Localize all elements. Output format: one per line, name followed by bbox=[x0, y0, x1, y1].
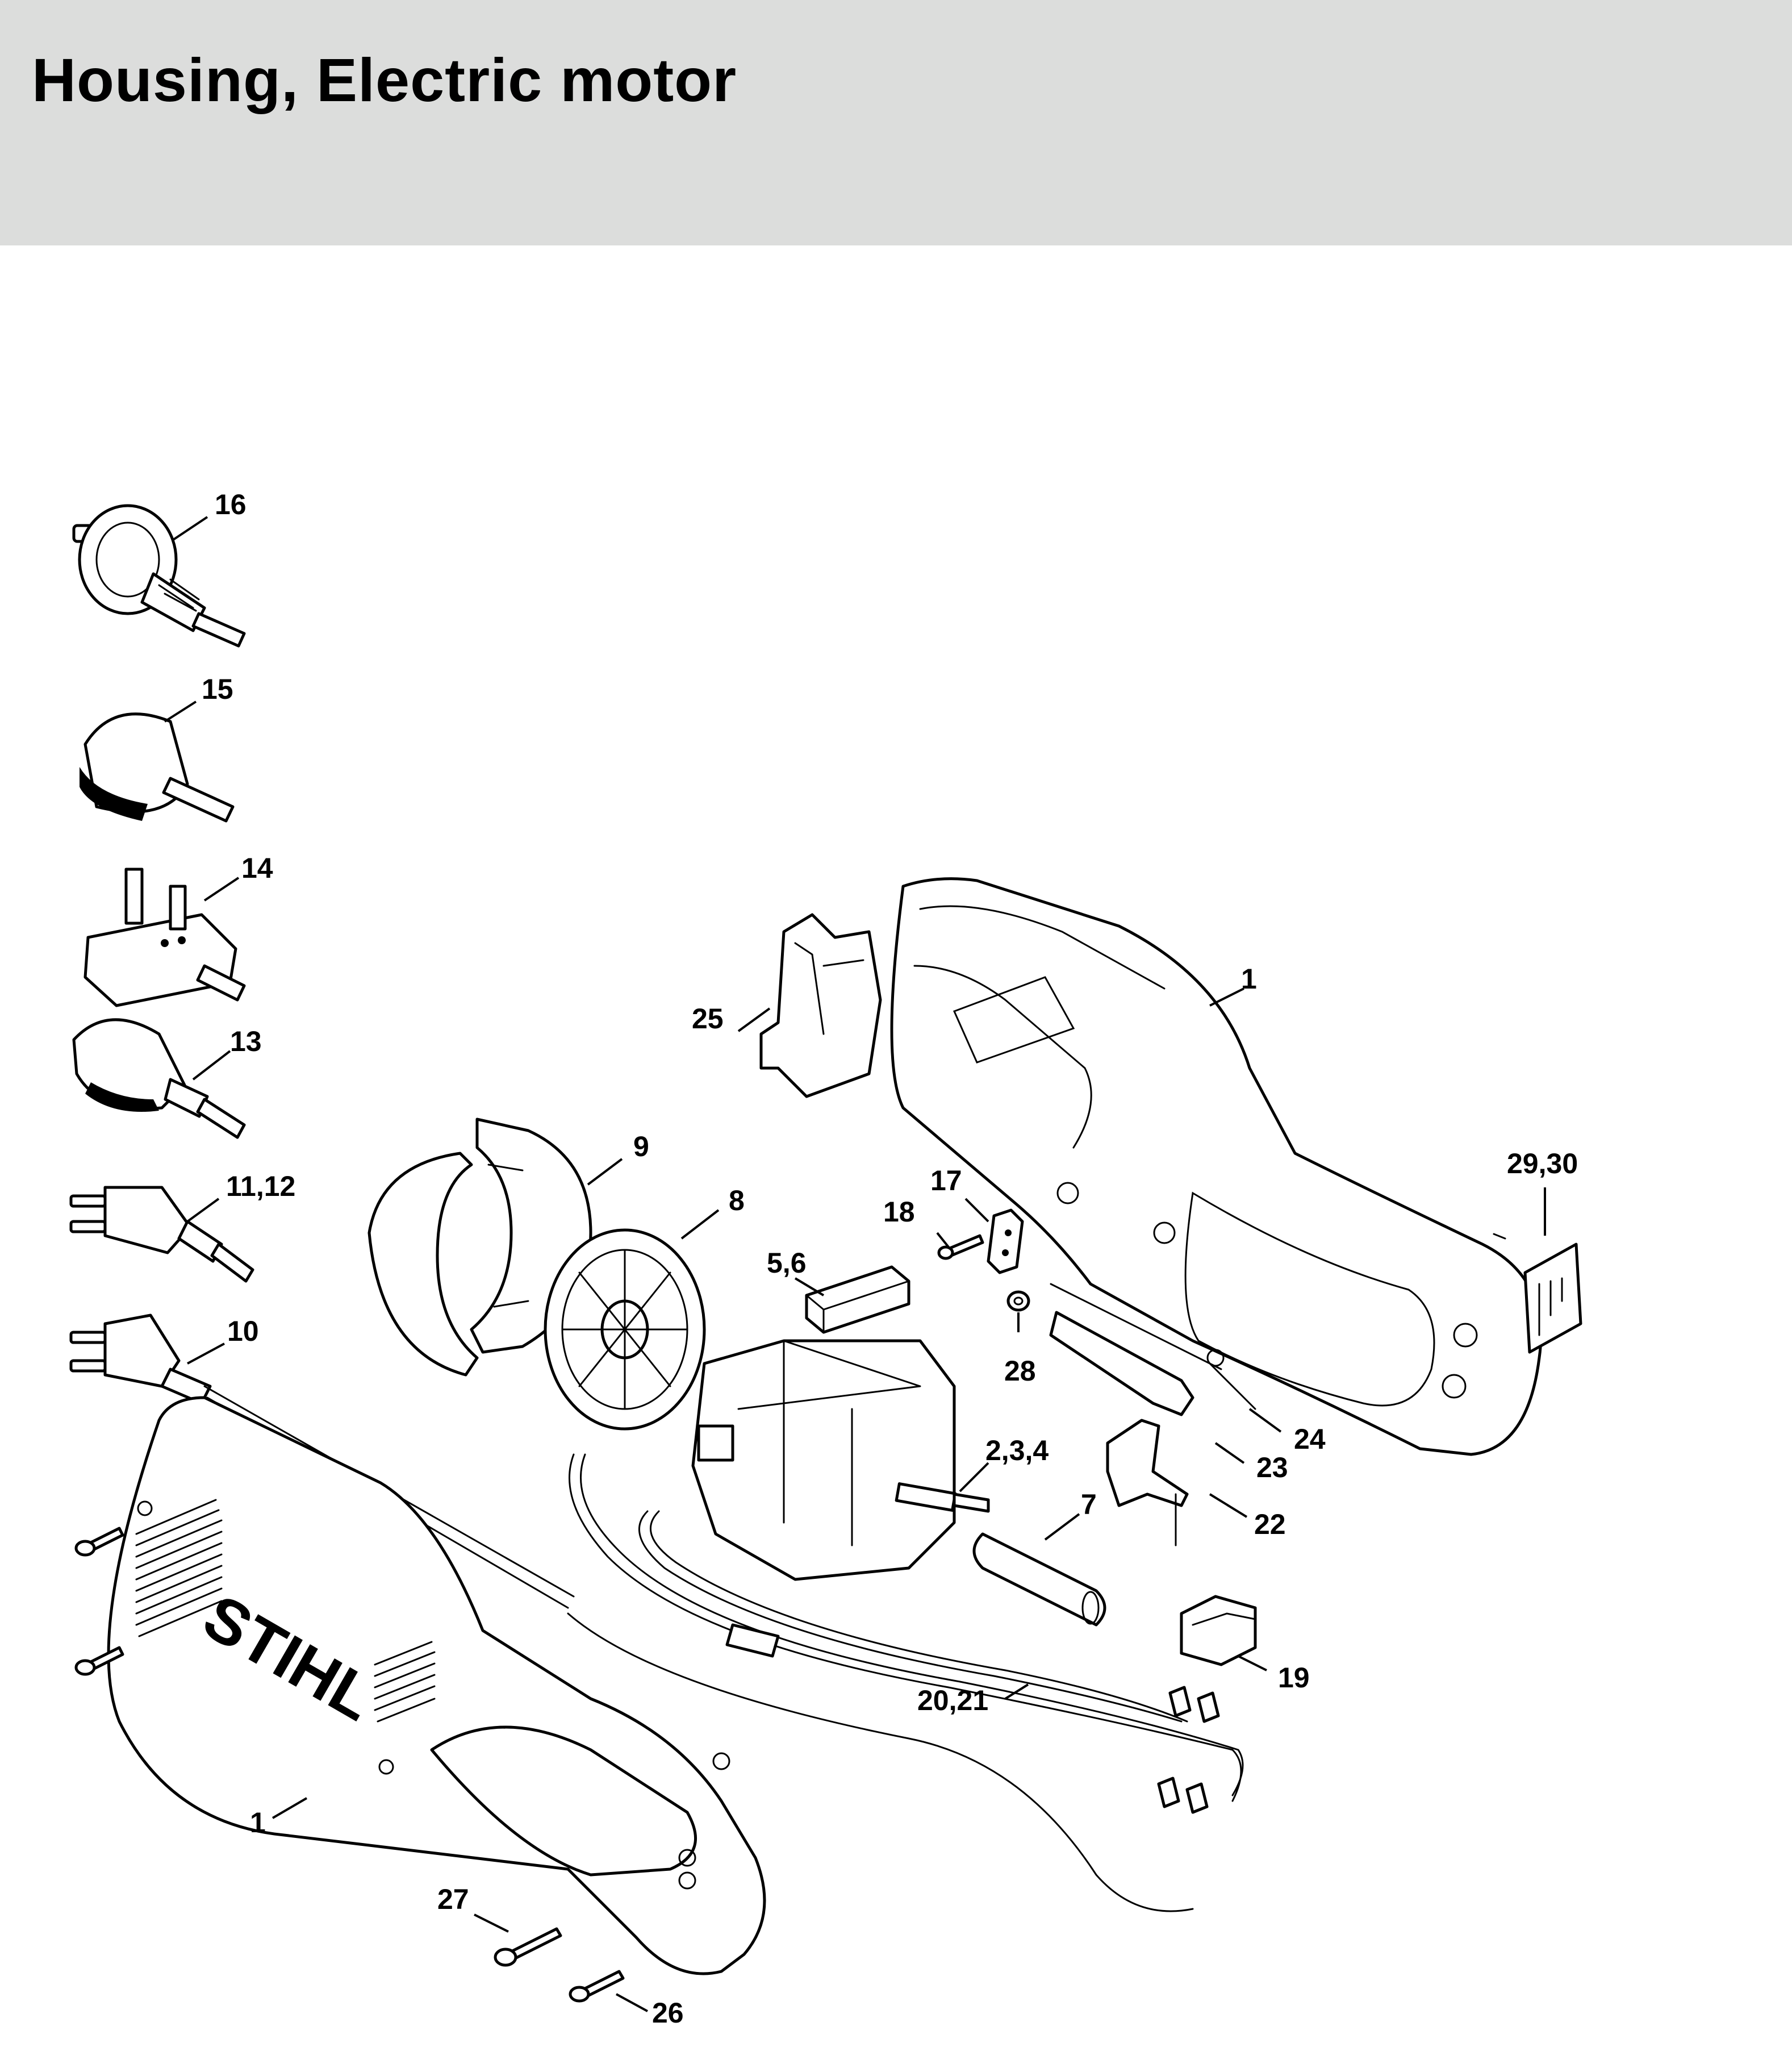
callout-29-30: 29,30 bbox=[1507, 1148, 1578, 1179]
callout-16: 16 bbox=[215, 489, 247, 520]
tube-7 bbox=[972, 1532, 1106, 1627]
callout-1-front: 1 bbox=[250, 1807, 266, 1838]
plug-16 bbox=[72, 504, 246, 648]
callout-27: 27 bbox=[437, 1883, 469, 1915]
callout-20-21: 20,21 bbox=[917, 1685, 988, 1716]
header-bar: Housing, Electric motor bbox=[0, 0, 1792, 245]
leader-lines bbox=[164, 516, 1546, 2012]
callout-5-6: 5,6 bbox=[767, 1247, 807, 1279]
electric-motor-2-3-4 bbox=[691, 1339, 990, 1581]
plug-14 bbox=[83, 868, 246, 1007]
screw-18 bbox=[937, 1234, 984, 1260]
callout-10: 10 bbox=[227, 1315, 259, 1347]
washer-28 bbox=[1006, 1290, 1030, 1312]
plug-11-12 bbox=[69, 1186, 254, 1283]
callout-13: 13 bbox=[230, 1025, 262, 1057]
housing-half-rear bbox=[890, 877, 1543, 1456]
callout-1-rear: 1 bbox=[1241, 963, 1257, 995]
screw-left-lower bbox=[74, 1646, 124, 1676]
vent-slots-right bbox=[374, 1641, 436, 1723]
fan-wheel-8 bbox=[544, 1228, 706, 1431]
callout-14: 14 bbox=[241, 852, 273, 884]
callout-18: 18 bbox=[883, 1196, 915, 1228]
callout-25: 25 bbox=[692, 1003, 724, 1035]
callout-19: 19 bbox=[1278, 1662, 1310, 1694]
callout-22: 22 bbox=[1254, 1508, 1286, 1540]
cables-20-21 bbox=[567, 1453, 1244, 1912]
callout-23: 23 bbox=[1256, 1452, 1288, 1483]
callout-15: 15 bbox=[202, 673, 233, 705]
callout-17: 17 bbox=[930, 1165, 962, 1196]
fan-shroud-25 bbox=[759, 913, 882, 1098]
callout-7: 7 bbox=[1081, 1489, 1097, 1520]
callout-8: 8 bbox=[729, 1185, 745, 1216]
housing-half-front: STIHL bbox=[107, 1396, 766, 1975]
callout-9: 9 bbox=[633, 1131, 649, 1162]
screw-27 bbox=[494, 1927, 562, 1967]
callout-26: 26 bbox=[652, 1997, 684, 2029]
callout-labels: 16 15 14 13 11,12 10 1 25 9 8 5,6 18 17 … bbox=[202, 489, 1578, 2029]
plug-10 bbox=[69, 1314, 575, 1609]
callout-11-12: 11,12 bbox=[226, 1170, 295, 1202]
plug-13 bbox=[72, 1018, 246, 1139]
label-sticker-29-30 bbox=[1493, 1233, 1582, 1354]
page-title: Housing, Electric motor bbox=[32, 45, 737, 114]
callout-2-3-4: 2,3,4 bbox=[985, 1435, 1049, 1466]
vent-slots-left bbox=[135, 1499, 223, 1637]
plug-15 bbox=[80, 712, 235, 823]
screw-26 bbox=[569, 1970, 625, 2003]
brush-holder-17 bbox=[987, 1208, 1024, 1274]
switch-lever-23 bbox=[1049, 1283, 1222, 1416]
carbon-brush-5-6 bbox=[805, 1265, 910, 1334]
screw-left-upper bbox=[74, 1527, 124, 1557]
callout-28: 28 bbox=[1004, 1355, 1036, 1387]
callout-24: 24 bbox=[1294, 1423, 1326, 1455]
switch-19 bbox=[1180, 1595, 1257, 1666]
lock-lever-22 bbox=[1106, 1419, 1189, 1546]
spring-24 bbox=[1206, 1349, 1256, 1410]
